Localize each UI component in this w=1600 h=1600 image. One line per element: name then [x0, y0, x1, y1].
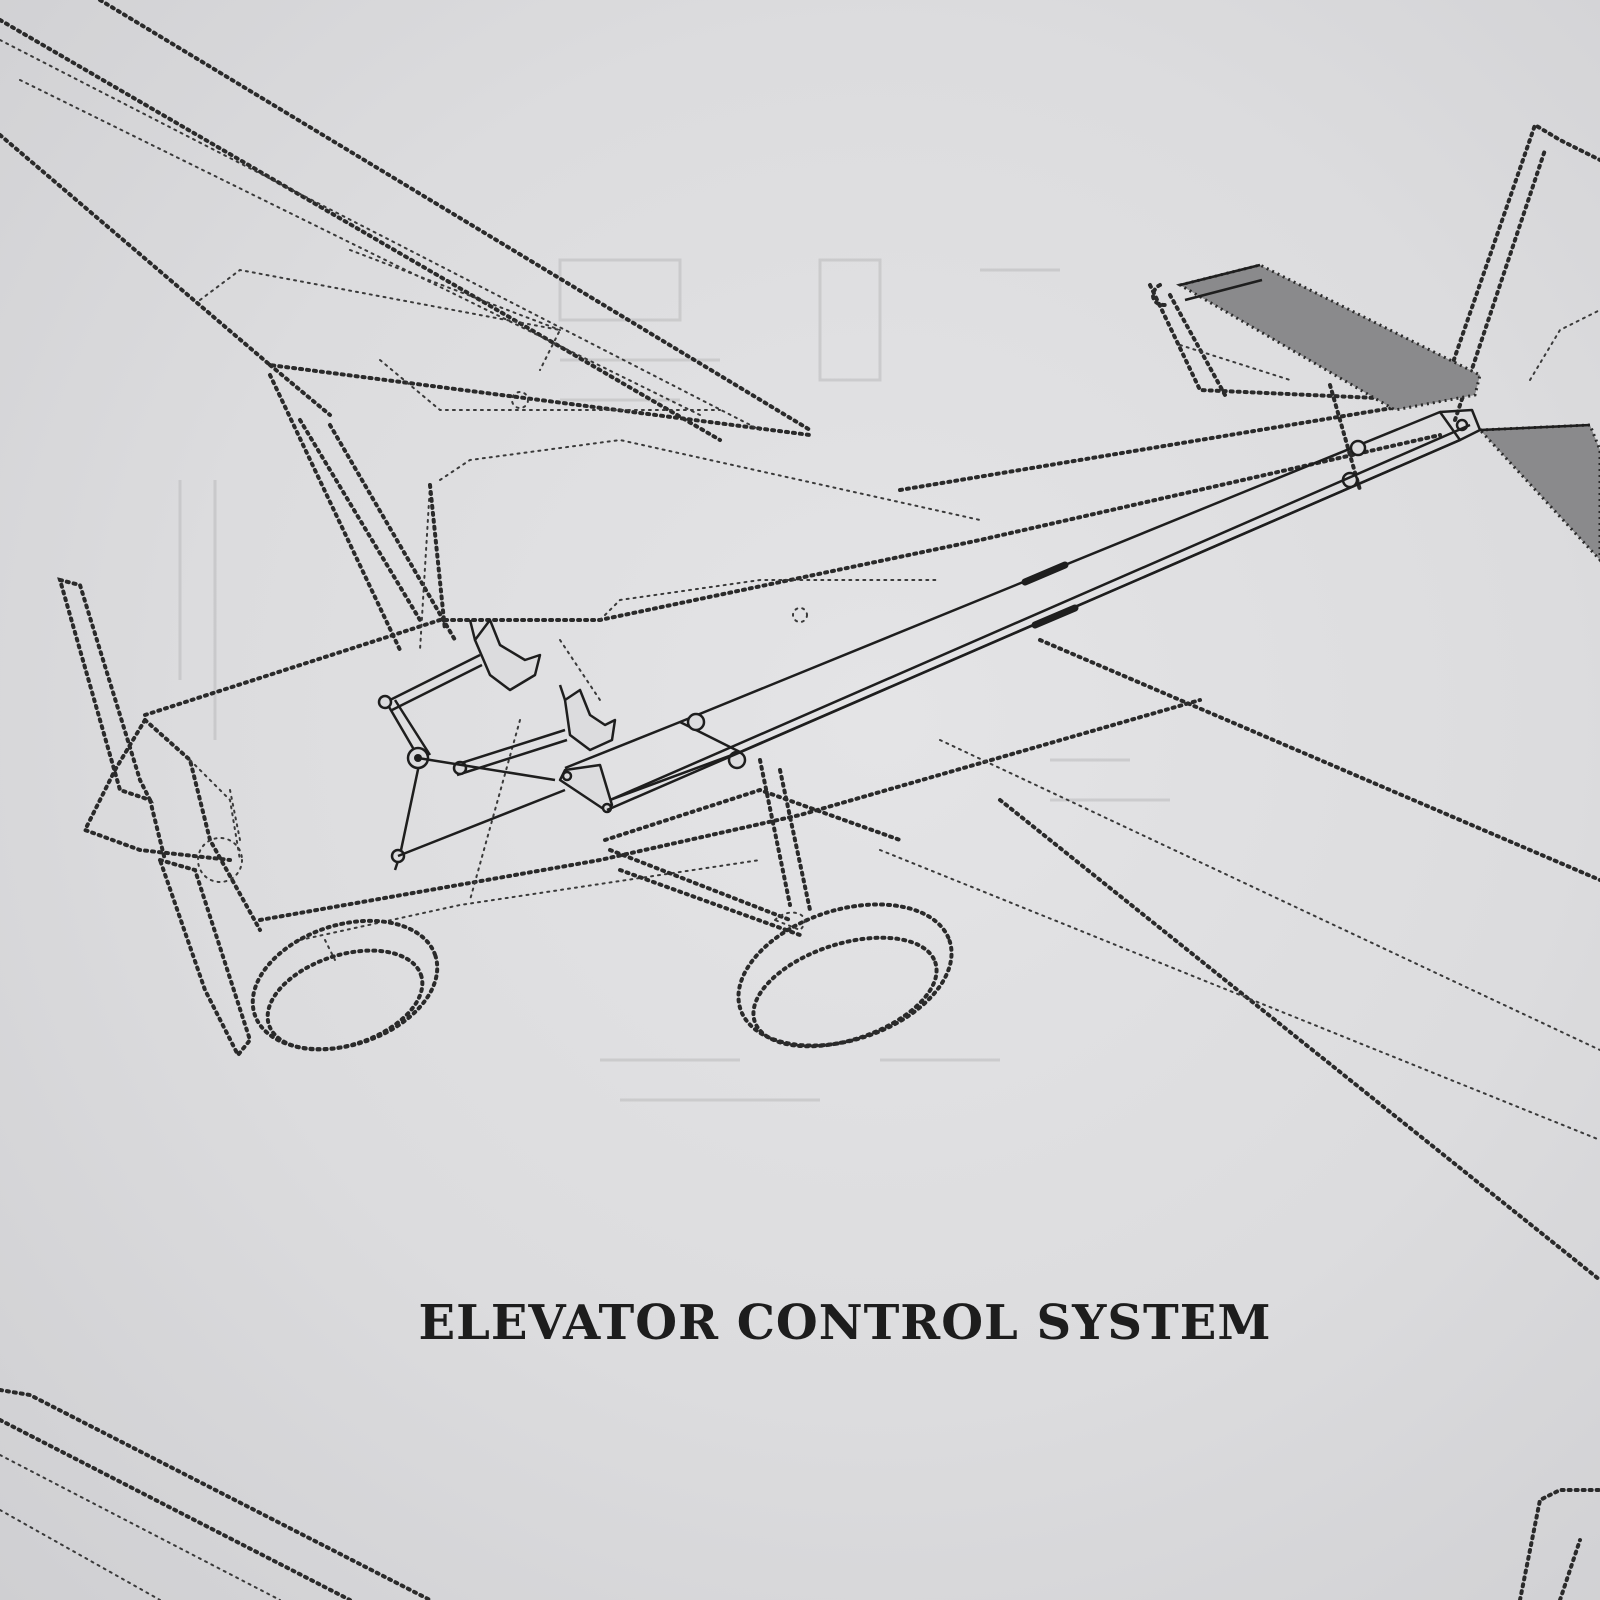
bleed-through-text	[178, 258, 1170, 1102]
wing-strut	[268, 373, 457, 652]
control-yokes	[389, 618, 617, 777]
elevator-right	[1476, 423, 1600, 563]
horizontal-stabilizer	[1148, 283, 1422, 492]
engine-cowl	[82, 718, 262, 932]
turnbuckle	[1021, 561, 1079, 629]
elevator-bellcrank	[558, 763, 614, 814]
elevator-left	[1176, 263, 1482, 412]
fuselage	[143, 391, 1600, 1282]
adjacent-figure-wing	[0, 1388, 432, 1600]
adjacent-figure-tail	[1518, 1488, 1600, 1600]
wing	[0, 0, 812, 442]
control-linkage	[377, 694, 566, 871]
landing-gear	[250, 758, 954, 1052]
figure-caption: ELEVATOR CONTROL SYSTEM	[418, 1295, 1272, 1351]
propeller	[57, 577, 253, 1059]
